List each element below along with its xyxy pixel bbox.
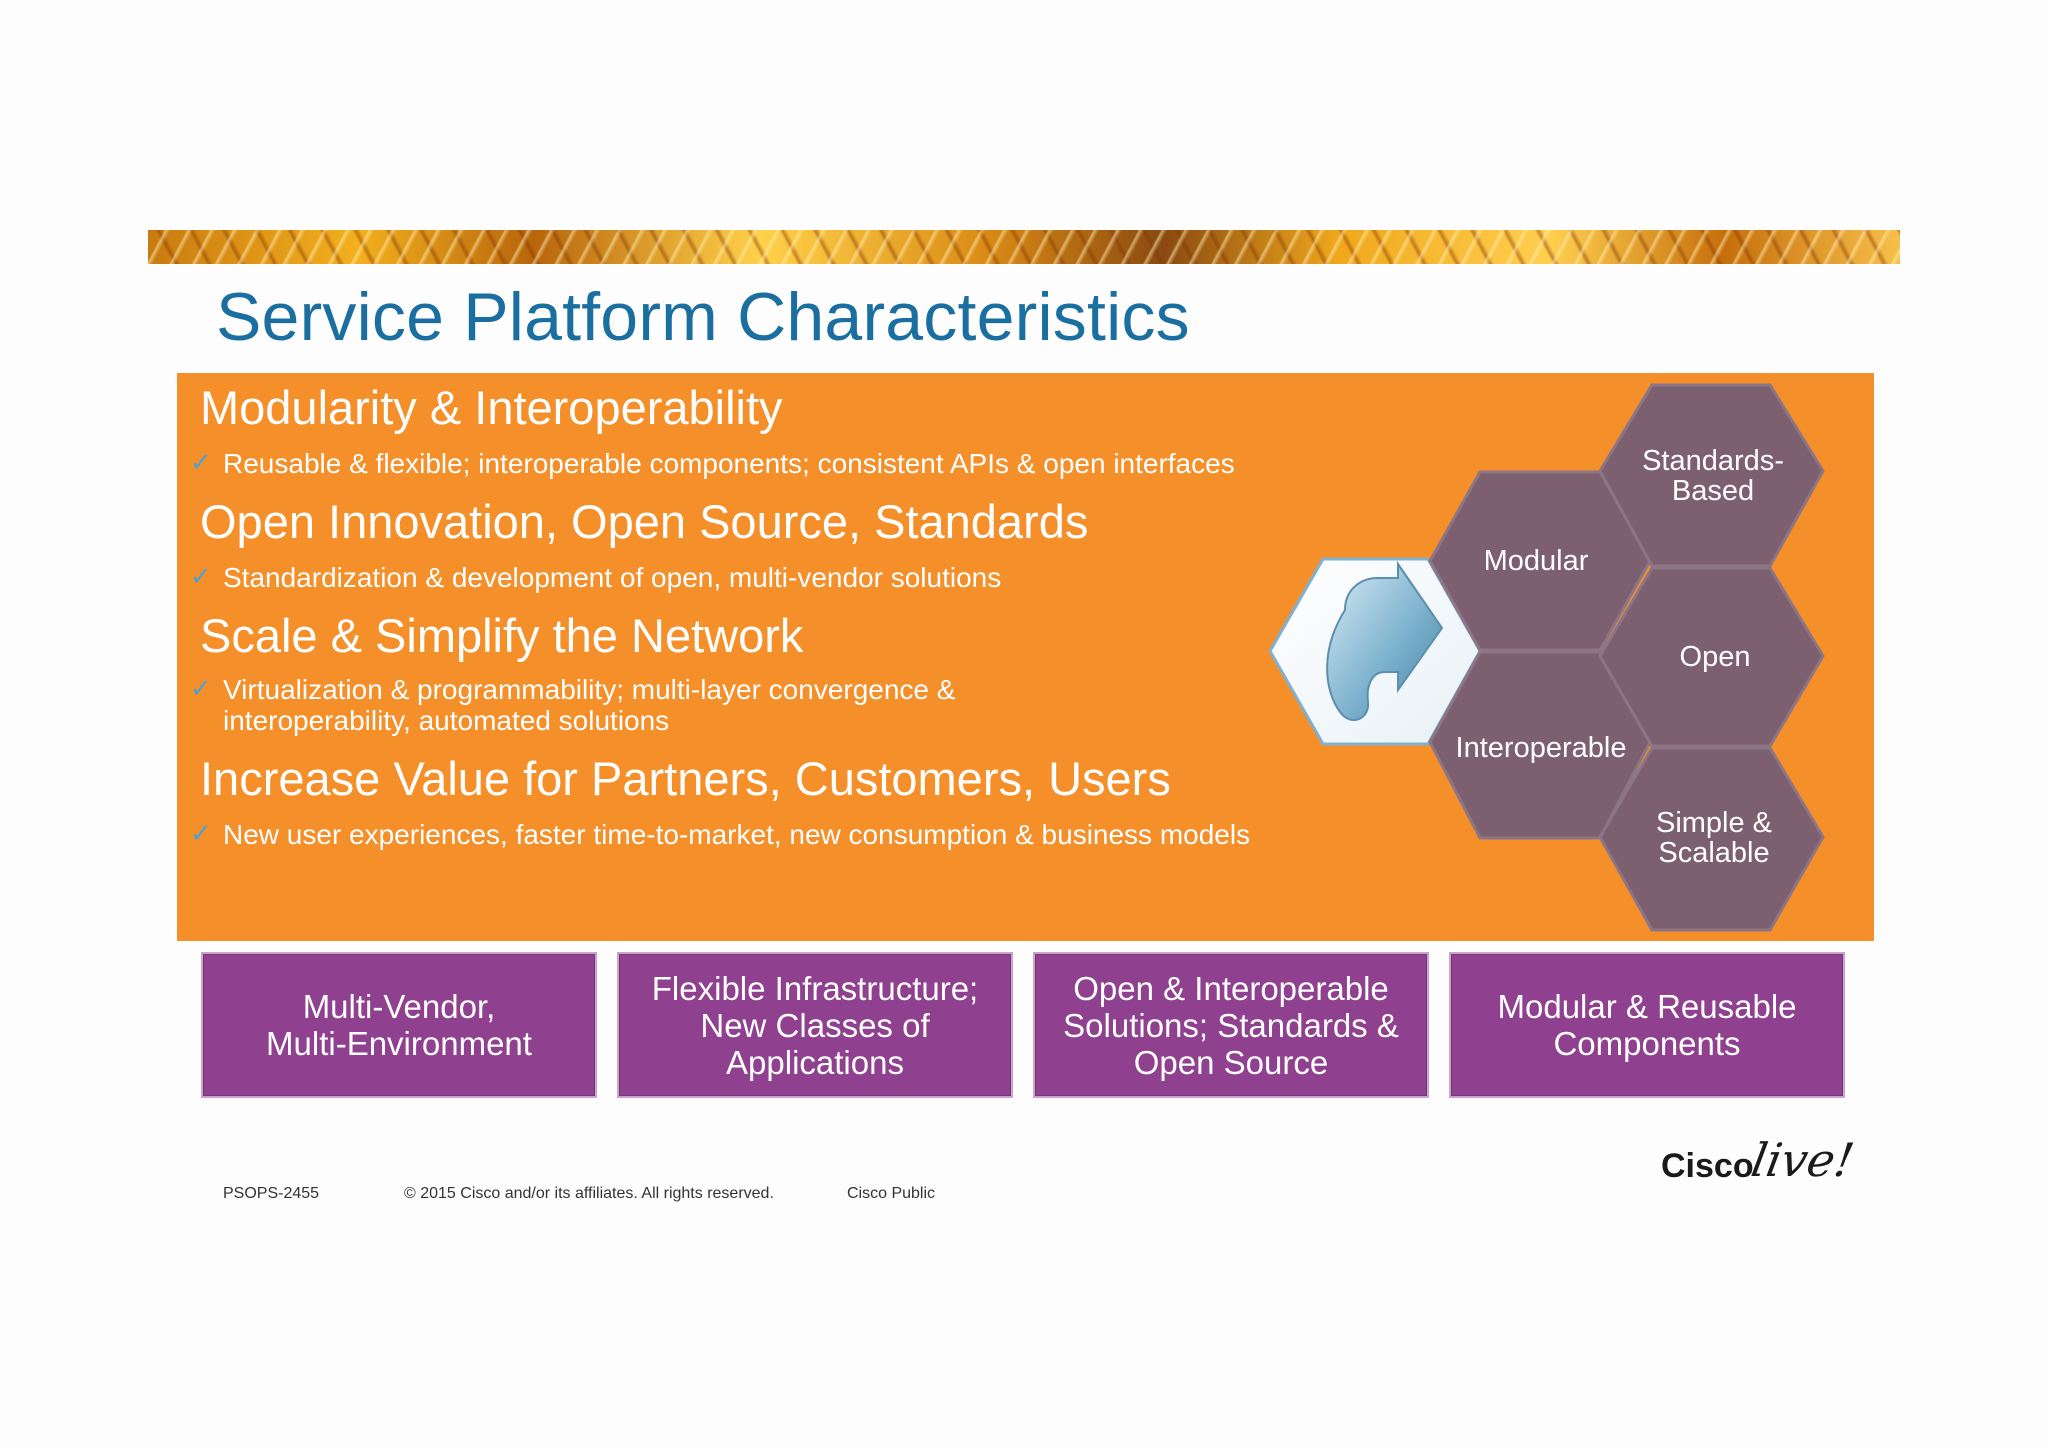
section-bullet-modularity: ✓ Reusable & flexible; interoperable com… bbox=[190, 447, 1235, 479]
section-heading-increase-value: Increase Value for Partners, Customers, … bbox=[200, 752, 1171, 805]
hexagon-standards bbox=[1598, 383, 1825, 568]
checkmark-icon: ✓ bbox=[190, 561, 212, 591]
hexagon-label-simple: Simple & Scalable bbox=[1655, 807, 1773, 869]
section-heading-modularity: Modularity & Interoperability bbox=[200, 381, 783, 434]
decorative-banner bbox=[148, 230, 1900, 264]
logo-brand-text: Cisco bbox=[1661, 1147, 1754, 1185]
section-heading-scale-simplify: Scale & Simplify the Network bbox=[200, 609, 804, 662]
hexagon-cluster bbox=[1268, 383, 1825, 932]
box-label: Open & Interoperable Solutions; Standard… bbox=[1063, 969, 1399, 1081]
bullet-text: New user experiences, faster time-to-mar… bbox=[223, 819, 1251, 850]
section-bullet-scale-simplify: ✓ Virtualization & programmability; mult… bbox=[190, 673, 956, 736]
box-modular-reusable: Modular & Reusable Components bbox=[1449, 952, 1845, 1098]
section-bullet-increase-value: ✓ New user experiences, faster time-to-m… bbox=[190, 818, 1251, 850]
bullet-text-line2: interoperability, automated solutions bbox=[223, 705, 670, 736]
hexagon-open bbox=[1598, 566, 1825, 748]
checkmark-icon: ✓ bbox=[190, 673, 212, 703]
hexagon-label-interoperable: Interoperable bbox=[1455, 732, 1627, 764]
hexagon-label-standards: Standards- Based bbox=[1642, 445, 1784, 507]
curved-arrow-icon bbox=[1326, 560, 1444, 722]
cisco-live-logo: Cisco live! bbox=[1661, 1133, 1858, 1187]
section-bullet-open-innovation: ✓ Standardization & development of open,… bbox=[190, 561, 1002, 593]
box-flexible-infrastructure: Flexible Infrastructure; New Classes of … bbox=[617, 952, 1013, 1098]
hexagon-label-modular: Modular bbox=[1483, 545, 1589, 577]
checkmark-icon: ✓ bbox=[190, 818, 212, 848]
box-open-interoperable: Open & Interoperable Solutions; Standard… bbox=[1033, 952, 1429, 1098]
bullet-text: Reusable & flexible; interoperable compo… bbox=[223, 448, 1235, 479]
hexagon-simple bbox=[1598, 746, 1825, 932]
section-heading-open-innovation: Open Innovation, Open Source, Standards bbox=[200, 495, 1089, 548]
box-multi-vendor: Multi-Vendor, Multi-Environment bbox=[201, 952, 597, 1098]
footer-classification: Cisco Public bbox=[847, 1185, 936, 1202]
box-label: Multi-Vendor, Multi-Environment bbox=[266, 988, 532, 1062]
logo-script-text: live! bbox=[1747, 1133, 1858, 1187]
footer-session-code: PSOPS-2455 bbox=[223, 1185, 320, 1202]
checkmark-icon: ✓ bbox=[190, 447, 212, 477]
slide-title: Service Platform Characteristics bbox=[216, 279, 1190, 355]
bullet-text: Standardization & development of open, m… bbox=[223, 562, 1002, 593]
hexagon-label-open: Open bbox=[1679, 641, 1751, 673]
box-label: Flexible Infrastructure; New Classes of … bbox=[651, 969, 979, 1081]
box-label: Modular & Reusable Components bbox=[1497, 988, 1797, 1062]
bullet-text-line1: Virtualization & programmability; multi-… bbox=[223, 674, 956, 705]
footer-copyright: © 2015 Cisco and/or its affiliates. All … bbox=[404, 1185, 774, 1202]
